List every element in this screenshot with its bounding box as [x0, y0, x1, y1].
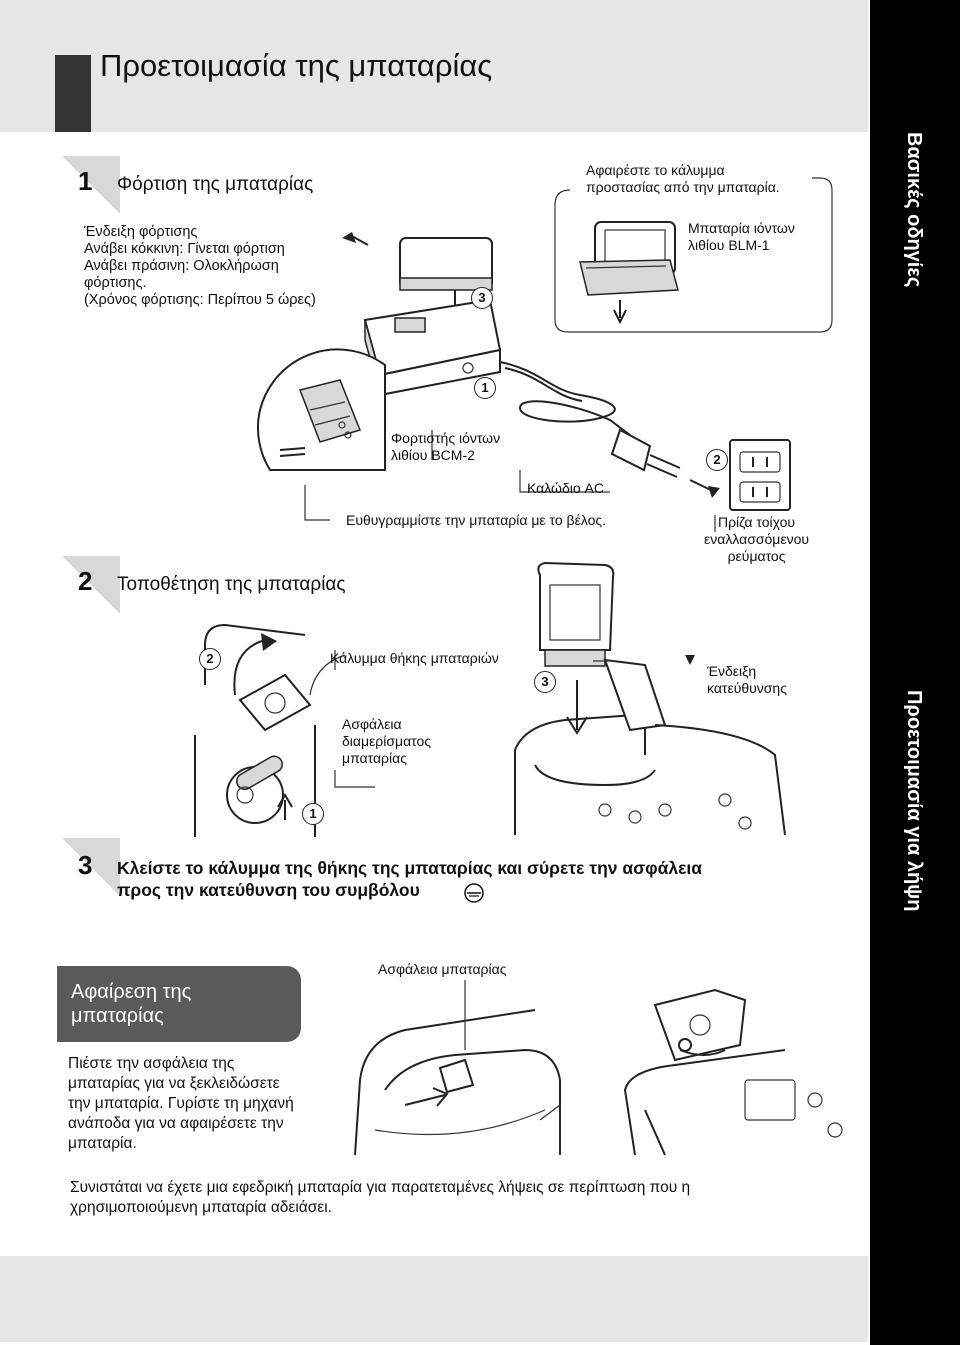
battery-illustration: [579, 221, 679, 325]
ac-cable: [499, 361, 631, 436]
cover-label: Κάλυμμα θήκης μπαταριών: [330, 650, 499, 666]
step1-mark-3: 3: [471, 287, 493, 309]
direction-indicator-label: Ένδειξη κατεύθυνσης: [707, 663, 787, 696]
battery-into-camera: [514, 561, 786, 836]
sidebar: Βασικές οδηγίες Προετοιμασία για λήψη: [870, 0, 960, 1345]
charge-indicator-info: Ένδειξη φόρτισης Ανάβει κόκκινη: Γίνεται…: [84, 224, 316, 308]
align-label: Ευθυγραμμίστε την μπαταρία με το βέλος.: [346, 512, 607, 528]
footer-band: [0, 1256, 868, 1342]
battery-insert-illustration: [194, 561, 786, 837]
battery-cover-illustration: [204, 623, 312, 732]
step3-text: Κλείστε το κάλυμμα της θήκης της μπαταρί…: [117, 858, 703, 900]
tab-preparation[interactable]: Προετοιμασία για λήψη: [903, 690, 925, 912]
step2-mark-2: 2: [199, 648, 221, 670]
title-marker: [55, 55, 91, 132]
step1-mark-1: 1: [474, 377, 496, 399]
ac-plug: [610, 428, 681, 478]
step1-title: Φόρτιση της μπαταρίας: [117, 174, 314, 195]
page-language: GR: [891, 1290, 912, 1306]
tab-basic-guide[interactable]: Βασικές οδηγίες: [903, 132, 925, 288]
callout-frame: [554, 177, 833, 333]
remove-cover-label: Αφαιρέστε το κάλυμμα προστασίας από την …: [586, 162, 780, 195]
battery-on-charger: [399, 237, 493, 336]
step2-mark-1: 1: [302, 803, 324, 825]
lock-symbol-icon: [464, 883, 484, 903]
outlet-label: Πρίζα τοίχου εναλλασσόμενου ρεύματος: [704, 514, 810, 564]
step2-number: 2: [78, 566, 93, 596]
page-number: 11: [885, 1258, 913, 1288]
wall-outlet: [729, 439, 791, 511]
step1-marker: [62, 156, 120, 214]
step1-mark-2: 2: [706, 449, 728, 471]
step2-marker: [62, 556, 120, 614]
battery-label: Μπαταρία ιόντων λιθίου BLM-1: [688, 220, 795, 253]
battery-lock-label: Ασφάλεια μπαταρίας: [378, 961, 507, 977]
spare-battery-note: Συνιστάται να έχετε μια εφεδρική μπαταρί…: [70, 1179, 691, 1216]
cable-label: Καλώδιο AC: [527, 480, 605, 496]
removal-text: Πιέστε την ασφάλεια της μπαταρίας για να…: [68, 1055, 294, 1152]
step3-number: 3: [78, 850, 93, 880]
charger-label: Φορτιστής ιόντων λιθίου BCM-2: [391, 430, 501, 463]
header-band: [0, 0, 868, 132]
removal-right-view: [623, 988, 843, 1155]
removal-heading-box: Αφαίρεση της μπαταρίας: [57, 966, 301, 1042]
removal-left-view: [354, 1009, 561, 1155]
compartment-lock-label: Ασφάλεια διαμερίσματος μπαταρίας: [342, 716, 432, 766]
alignment-zoom: [257, 348, 386, 471]
removal-heading: Αφαίρεση της μπαταρίας: [71, 981, 192, 1027]
step1-number: 1: [78, 166, 93, 196]
removal-illustration: [354, 980, 843, 1155]
step3-marker: [62, 838, 120, 896]
charger-illustration: [257, 177, 833, 532]
page-title: Προετοιμασία της μπαταρίας: [100, 48, 493, 83]
step2-title: Τοποθέτηση της μπαταρίας: [117, 574, 346, 595]
step2-mark-3: 3: [534, 671, 556, 693]
battery-lock-illustration: [226, 755, 293, 824]
